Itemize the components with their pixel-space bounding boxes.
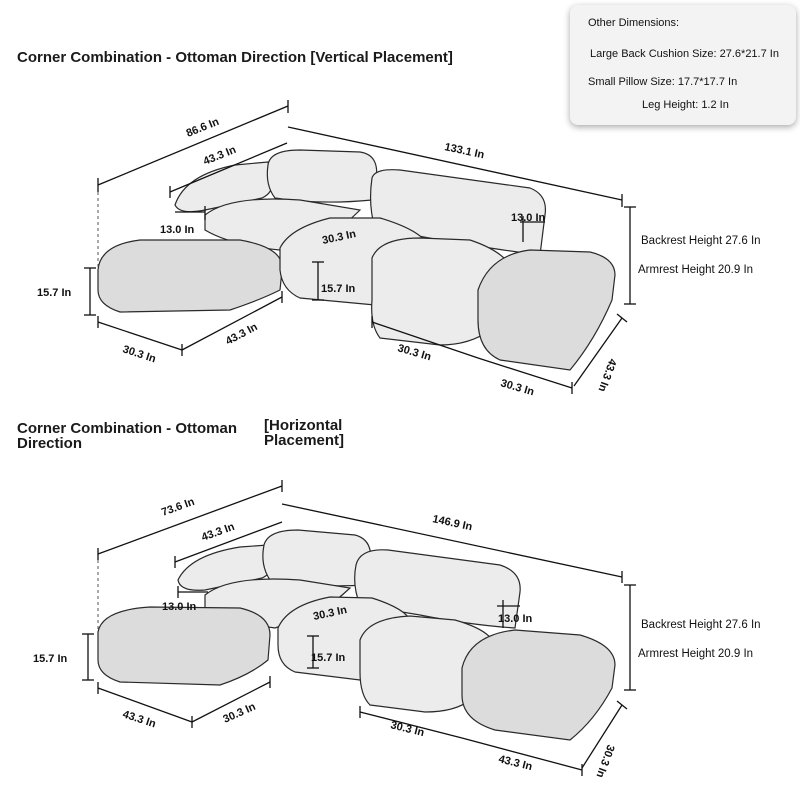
top-front-right-label: 30.3 In	[499, 377, 535, 398]
top-total-right-label: 133.1 In	[443, 141, 485, 161]
bottom-sofa-illustration	[97, 529, 616, 741]
bottom-inner-left-label: 43.3 In	[200, 521, 237, 544]
bottom-seat-height-label: 15.7 In	[311, 652, 346, 664]
bottom-section-title-part1: Corner Combination - Ottoman Direction	[17, 420, 237, 452]
small-pillow-size: Small Pillow Size: 17.7*17.7 In	[588, 76, 738, 88]
top-section-title: Corner Combination - Ottoman Direction […	[17, 49, 453, 66]
bottom-front-mid-label: 30.3 In	[389, 719, 425, 739]
bottom-arm-right-label: 13.0 In	[498, 613, 533, 625]
bottom-dimension-lines	[82, 480, 636, 776]
top-dimension-lines	[84, 100, 636, 394]
top-depth-right-label: 43.3 In	[595, 357, 618, 394]
top-arm-left-label: 13.0 In	[160, 224, 195, 236]
large-back-cushion-size: Large Back Cushion Size: 27.6*21.7 In	[590, 48, 779, 60]
bottom-depth-right-label: 30.3 In	[593, 743, 616, 780]
leg-height: Leg Height: 1.2 In	[642, 99, 729, 111]
top-inner-left-label: 43.3 In	[202, 144, 239, 168]
other-dimensions-title: Other Dimensions:	[588, 17, 680, 29]
bottom-arm-left-label: 13.0 In	[162, 601, 197, 613]
top-front-mid-label: 30.3 In	[396, 342, 432, 363]
top-armrest-label: Armrest Height 20.9 In	[638, 264, 753, 276]
bottom-total-right-label: 146.9 In	[431, 513, 473, 533]
bottom-section-title-part2: [Horizontal Placement]	[264, 417, 345, 449]
bottom-backrest-label: Backrest Height 27.6 In	[641, 619, 761, 631]
top-sofa-illustration	[97, 149, 616, 371]
top-ottoman-height-label: 15.7 In	[37, 287, 72, 299]
bottom-ottoman-front-label: 43.3 In	[121, 708, 158, 730]
bottom-ottoman-height-label: 15.7 In	[33, 653, 68, 665]
top-seat-height-label: 15.7 In	[321, 283, 356, 295]
bottom-total-left-label: 73.6 In	[160, 496, 197, 519]
top-arm-right-label: 13.0 In	[511, 212, 546, 224]
bottom-armrest-label: Armrest Height 20.9 In	[638, 648, 753, 660]
top-ottoman-front-label: 30.3 In	[121, 343, 158, 365]
top-backrest-label: Backrest Height 27.6 In	[641, 235, 761, 247]
other-dimensions-panel: Other Dimensions: Large Back Cushion Siz…	[570, 5, 796, 125]
